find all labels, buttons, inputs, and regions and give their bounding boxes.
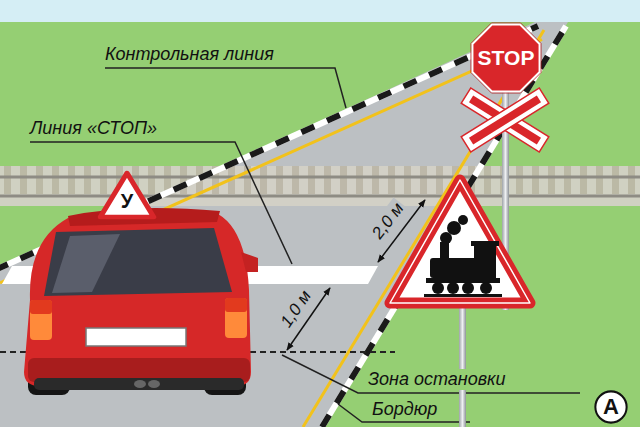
sign-pole [459,300,466,427]
callout-label: Бордюр [370,399,439,420]
octagon-outline [472,24,539,91]
car [24,204,258,395]
rail [0,176,640,179]
sign-text: STOP [478,46,535,70]
callout-label: Зона остановки [366,369,508,390]
curb-stripes [322,26,566,427]
leader-line [282,355,580,393]
stop-sign: STOP [468,20,544,96]
sign-rim [390,180,530,303]
learner-driver-sign: У [98,170,156,220]
road [0,22,568,427]
leader-line [105,68,346,108]
octagon-rim [471,23,541,93]
figure-letter-badge: A [594,390,628,424]
callout-label: Контрольная линия [103,44,276,65]
circle-outline [595,391,626,422]
curb [322,26,566,427]
sky [0,0,640,24]
sign-text: У [121,190,133,213]
triangle-outline [100,173,153,217]
locomotive-symbol [424,215,502,297]
callout-label: Линия «СТОП» [28,118,159,139]
sign-text: A [603,394,619,420]
st-andrews-cross [461,88,549,152]
rail [0,195,640,198]
railway-bed [0,166,640,206]
railway-warning-sign [390,180,530,303]
grass [0,22,640,427]
